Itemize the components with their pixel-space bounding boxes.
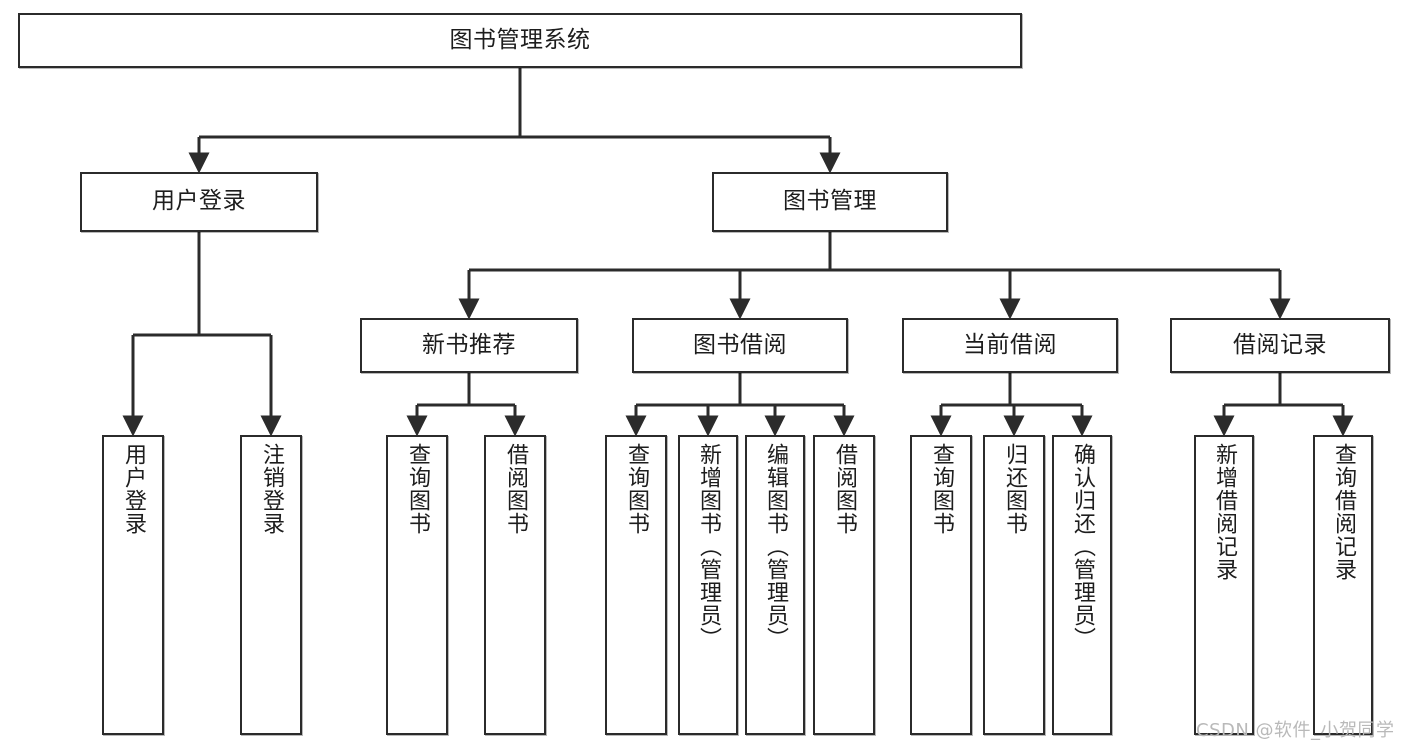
node-leaf-edit-book[interactable]: 编辑图书（管理员）	[745, 435, 805, 735]
node-leaf-add-record-label: 新增借阅记录	[1211, 443, 1237, 581]
node-leaf-return-book[interactable]: 归还图书	[983, 435, 1045, 735]
node-leaf-logout[interactable]: 注销登录	[240, 435, 302, 735]
node-leaf-return-book-label: 归还图书	[1001, 443, 1027, 535]
node-leaf-confirm-return[interactable]: 确认归还（管理员）	[1052, 435, 1112, 735]
node-leaf-add-book-label: 新增图书（管理员）	[695, 443, 721, 650]
node-root[interactable]: 图书管理系统	[18, 13, 1022, 68]
node-current-borrow[interactable]: 当前借阅	[902, 318, 1118, 373]
node-leaf-query-record-label: 查询借阅记录	[1330, 443, 1356, 581]
node-book-manage[interactable]: 图书管理	[712, 172, 948, 232]
node-leaf-query-book-borrow-label: 查询图书	[623, 443, 649, 535]
node-leaf-borrow-book-rec[interactable]: 借阅图书	[484, 435, 546, 735]
node-root-label: 图书管理系统	[449, 26, 591, 53]
node-leaf-add-book[interactable]: 新增图书（管理员）	[678, 435, 738, 735]
node-borrow-record-label: 借阅记录	[1233, 331, 1327, 358]
node-borrow-record[interactable]: 借阅记录	[1170, 318, 1390, 373]
node-leaf-logout-label: 注销登录	[258, 443, 284, 535]
node-leaf-query-book-current[interactable]: 查询图书	[910, 435, 972, 735]
node-leaf-borrow-book[interactable]: 借阅图书	[813, 435, 875, 735]
node-leaf-query-book-rec[interactable]: 查询图书	[386, 435, 448, 735]
node-leaf-borrow-book-label: 借阅图书	[831, 443, 857, 535]
node-current-borrow-label: 当前借阅	[963, 331, 1057, 358]
node-book-manage-label: 图书管理	[783, 188, 877, 215]
node-leaf-query-book-current-label: 查询图书	[928, 443, 954, 535]
node-user-login[interactable]: 用户登录	[80, 172, 318, 232]
node-user-login-label: 用户登录	[152, 188, 246, 215]
node-leaf-confirm-return-label: 确认归还（管理员）	[1069, 443, 1095, 650]
node-leaf-user-login[interactable]: 用户登录	[102, 435, 164, 735]
node-leaf-query-record[interactable]: 查询借阅记录	[1313, 435, 1373, 735]
node-new-book-recommend-label: 新书推荐	[422, 331, 516, 358]
csdn-watermark: CSDN @软件_小贺同学	[1196, 720, 1395, 741]
node-leaf-query-book-borrow[interactable]: 查询图书	[605, 435, 667, 735]
node-leaf-edit-book-label: 编辑图书（管理员）	[762, 443, 788, 650]
node-leaf-query-book-rec-label: 查询图书	[404, 443, 430, 535]
node-leaf-user-login-label: 用户登录	[120, 443, 146, 535]
node-leaf-add-record[interactable]: 新增借阅记录	[1194, 435, 1254, 735]
node-new-book-recommend[interactable]: 新书推荐	[360, 318, 578, 373]
node-leaf-borrow-book-rec-label: 借阅图书	[502, 443, 528, 535]
node-book-borrow[interactable]: 图书借阅	[632, 318, 848, 373]
node-book-borrow-label: 图书借阅	[693, 331, 787, 358]
